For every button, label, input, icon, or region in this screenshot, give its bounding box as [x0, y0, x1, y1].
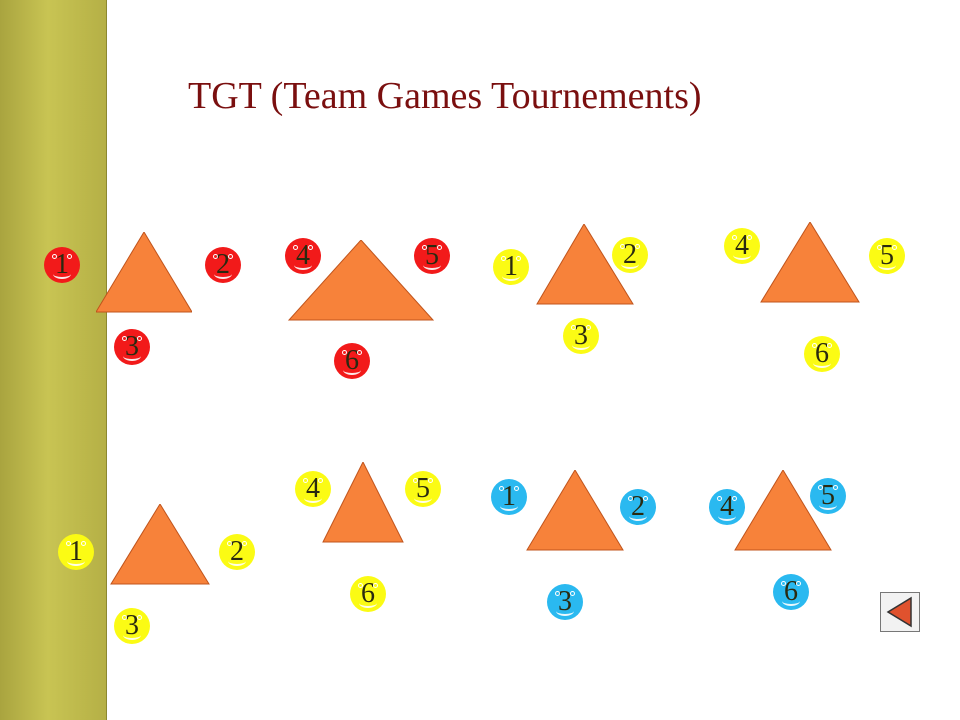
player-token: 5: [405, 471, 441, 507]
player-token: 5: [869, 238, 905, 274]
triangle-top-4: [760, 222, 860, 303]
player-token: 2: [620, 489, 656, 525]
player-token: 4: [724, 228, 760, 264]
player-token: 6: [350, 576, 386, 612]
player-token: 4: [709, 489, 745, 525]
player-token: 3: [114, 608, 150, 644]
back-arrow-icon: [886, 596, 912, 628]
player-token: 6: [804, 336, 840, 372]
triangle-top-1: [96, 232, 192, 313]
player-token: 4: [285, 238, 321, 274]
player-token: 3: [547, 584, 583, 620]
player-token: 3: [563, 318, 599, 354]
triangle-bottom-2: [322, 462, 404, 543]
player-token: 1: [493, 249, 529, 285]
player-token: 5: [414, 238, 450, 274]
slide-title: TGT (Team Games Tournements): [188, 75, 702, 117]
player-token: 2: [612, 237, 648, 273]
player-token: 1: [58, 534, 94, 570]
player-token: 1: [491, 479, 527, 515]
triangle-bottom-1: [110, 504, 210, 585]
player-token: 2: [219, 534, 255, 570]
player-token: 4: [295, 471, 331, 507]
decorative-sidebar: [0, 0, 107, 720]
player-token: 6: [773, 574, 809, 610]
player-token: 5: [810, 478, 846, 514]
player-token: 2: [205, 247, 241, 283]
player-token: 1: [44, 247, 80, 283]
player-token: 3: [114, 329, 150, 365]
player-token: 6: [334, 343, 370, 379]
triangle-bottom-3: [526, 470, 624, 551]
triangle-top-3: [536, 224, 634, 305]
back-button[interactable]: [880, 592, 920, 632]
triangle-bottom-4: [734, 470, 832, 551]
triangle-top-2: [288, 240, 434, 321]
